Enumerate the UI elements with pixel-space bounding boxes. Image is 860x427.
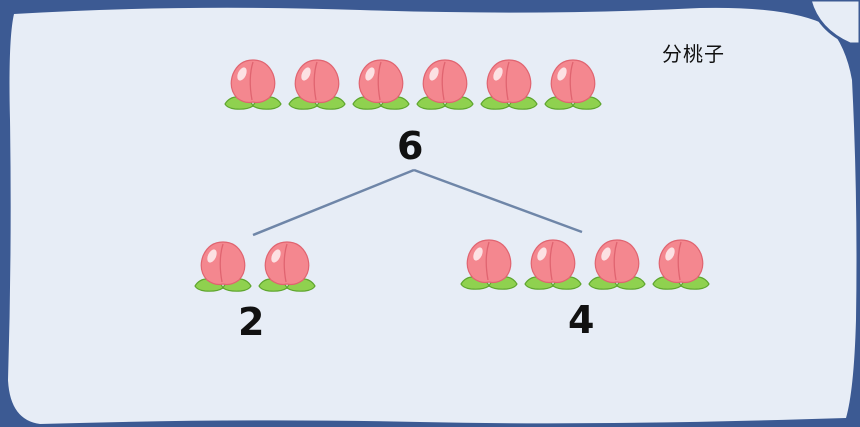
split-line-left xyxy=(252,168,415,237)
peach-icon xyxy=(258,241,316,292)
peach-icon xyxy=(224,59,282,110)
peach-icon xyxy=(524,239,582,290)
peach-icon xyxy=(460,239,518,290)
board-corner xyxy=(808,0,860,46)
peach-group-left xyxy=(191,236,319,294)
peach-icon xyxy=(288,59,346,110)
part-number-left: 2 xyxy=(238,300,265,344)
page-title: 分桃子 xyxy=(662,42,725,66)
part-number-right: 4 xyxy=(568,298,595,342)
peach-group-right xyxy=(457,234,713,292)
total-number: 6 xyxy=(397,124,424,168)
peach-icon xyxy=(480,59,538,110)
peach-icon xyxy=(194,241,252,292)
split-line-right xyxy=(413,168,583,234)
board-shape xyxy=(8,7,857,424)
peach-group-total xyxy=(221,54,605,112)
peach-icon xyxy=(544,59,602,110)
peach-icon xyxy=(652,239,710,290)
peach-icon xyxy=(588,239,646,290)
peach-icon xyxy=(416,59,474,110)
peach-icon xyxy=(352,59,410,110)
